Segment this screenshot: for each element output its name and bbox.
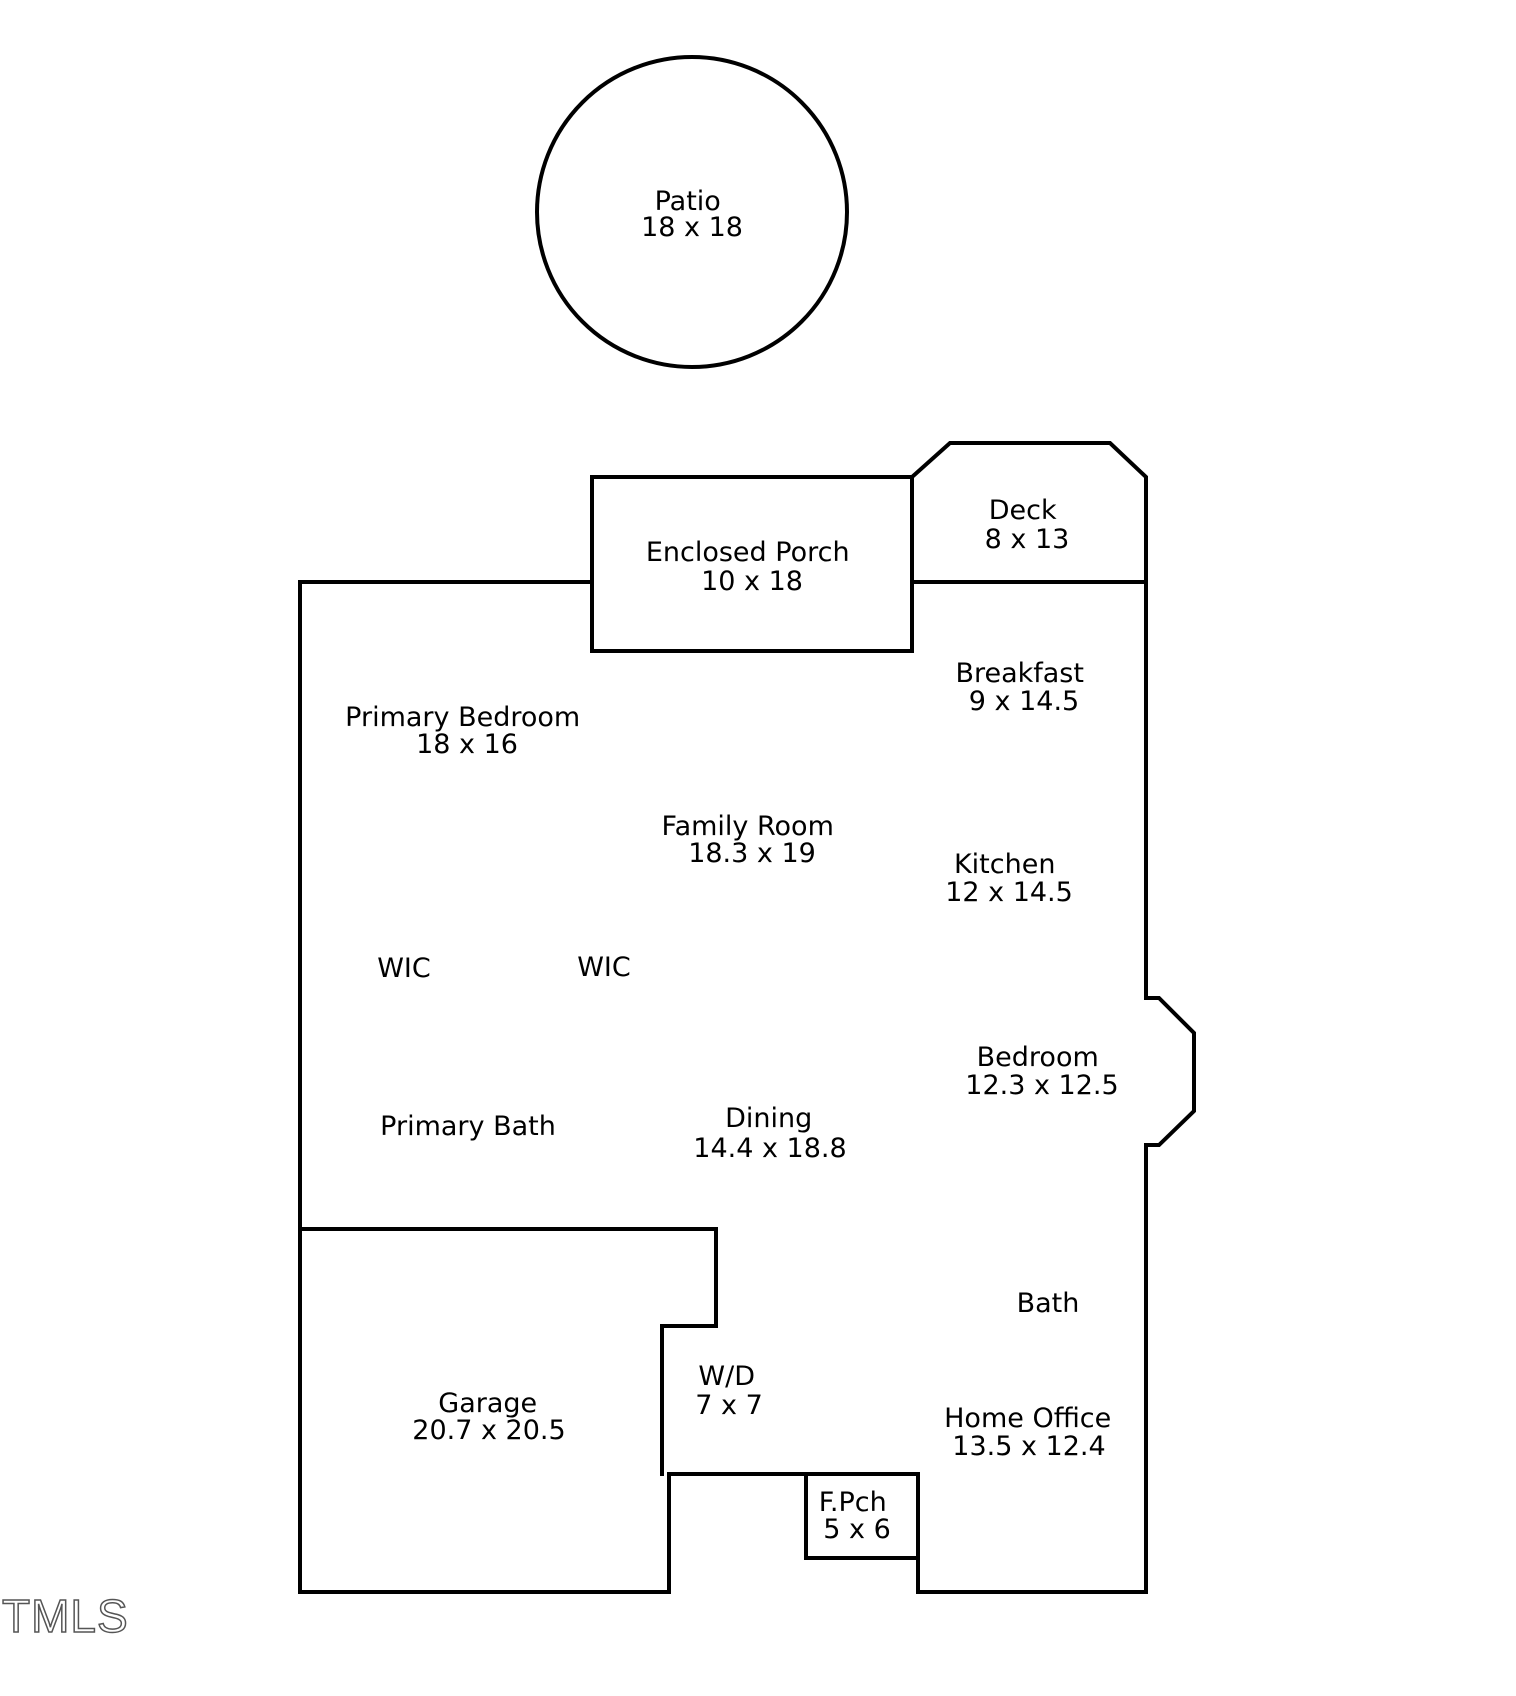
primary-bath-label: Primary Bath <box>380 1111 556 1142</box>
deck-name: Deck <box>989 495 1057 526</box>
patio-dims: 18 x 18 <box>641 212 743 243</box>
home-office-name: Home Office <box>944 1403 1111 1434</box>
breakfast-name: Breakfast <box>955 658 1084 689</box>
deck-label: Deck 8 x 13 <box>985 495 1070 555</box>
garage-dims: 20.7 x 20.5 <box>412 1415 565 1446</box>
wd-label: W/D 7 x 7 <box>695 1361 763 1421</box>
front-porch-dims: 5 x 6 <box>823 1514 891 1545</box>
wic-left-label: WIC <box>377 953 431 984</box>
enclosed-porch-dims: 10 x 18 <box>701 566 803 597</box>
deck-dims: 8 x 13 <box>985 524 1070 555</box>
primary-bedroom-name: Primary Bedroom <box>345 702 580 733</box>
dining-label: Dining 14.4 x 18.8 <box>693 1103 846 1164</box>
house-outline <box>298 580 1196 1594</box>
garage-wall <box>298 1227 718 1476</box>
breakfast-dims: 9 x 14.5 <box>969 686 1079 717</box>
front-porch-name: F.Pch <box>819 1487 887 1518</box>
bedroom-label: Bedroom 12.3 x 12.5 <box>965 1042 1118 1101</box>
bedroom-name: Bedroom <box>977 1042 1099 1073</box>
kitchen-label: Kitchen 12 x 14.5 <box>945 849 1073 908</box>
garage-name: Garage <box>438 1388 537 1419</box>
bedroom-dims: 12.3 x 12.5 <box>965 1070 1118 1101</box>
primary-bedroom-dims: 18 x 16 <box>416 729 518 760</box>
kitchen-name: Kitchen <box>954 849 1055 880</box>
wd-name: W/D <box>698 1361 755 1392</box>
patio-outline <box>535 55 849 369</box>
front-porch-outline <box>804 1472 920 1560</box>
family-room-dims: 18.3 x 19 <box>688 838 816 869</box>
home-office-label: Home Office 13.5 x 12.4 <box>944 1403 1120 1462</box>
dining-dims: 14.4 x 18.8 <box>693 1133 846 1164</box>
wd-dims: 7 x 7 <box>695 1390 763 1421</box>
garage-label: Garage 20.7 x 20.5 <box>412 1388 565 1446</box>
home-office-dims: 13.5 x 12.4 <box>952 1431 1105 1462</box>
enclosed-porch-name: Enclosed Porch <box>646 537 850 568</box>
breakfast-label: Breakfast 9 x 14.5 <box>955 658 1092 717</box>
primary-bedroom-label: Primary Bedroom 18 x 16 <box>345 702 589 760</box>
family-room-name: Family Room <box>662 811 834 842</box>
family-room-label: Family Room 18.3 x 19 <box>662 811 843 869</box>
tmls-watermark: TMLS <box>2 1590 129 1642</box>
wic-right-label: WIC <box>577 952 631 983</box>
bath-label: Bath <box>1017 1288 1080 1319</box>
kitchen-dims: 12 x 14.5 <box>945 877 1073 908</box>
dining-name: Dining <box>725 1103 812 1134</box>
enclosed-porch-label: Enclosed Porch 10 x 18 <box>646 537 858 597</box>
patio-label: Patio 18 x 18 <box>641 186 743 243</box>
front-porch-label: F.Pch 5 x 6 <box>819 1487 896 1545</box>
patio-name: Patio <box>655 186 721 217</box>
